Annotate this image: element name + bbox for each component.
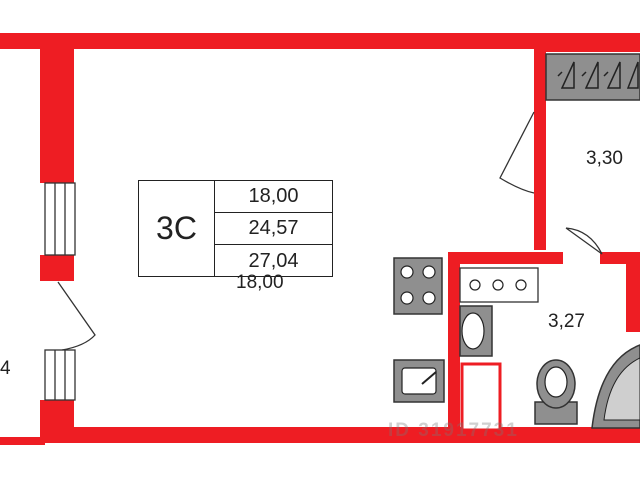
hanger-3 bbox=[603, 61, 621, 89]
shaft bbox=[460, 362, 502, 432]
wardrobe-wall-vertical bbox=[534, 40, 546, 250]
glazing-lower bbox=[44, 349, 76, 401]
apartment-area-box: 3С 18,00 24,57 27,04 bbox=[138, 180, 333, 277]
room-area-bathroom: 3,27 bbox=[548, 311, 585, 332]
vent-2 bbox=[492, 279, 504, 291]
sink-bowl bbox=[401, 367, 437, 395]
watermark: ID 31917731 bbox=[388, 420, 519, 441]
wardrobe-box bbox=[545, 53, 640, 101]
total-area-value: 24,57 bbox=[215, 213, 332, 245]
hangers bbox=[557, 61, 639, 89]
top-wall bbox=[0, 33, 640, 49]
total-area-with-loggia-value: 27,04 bbox=[248, 249, 299, 272]
hanger-1 bbox=[557, 61, 575, 89]
vent-panel bbox=[459, 267, 539, 303]
burner-1 bbox=[400, 265, 414, 279]
burner-4 bbox=[422, 291, 436, 305]
bath-wall-top-left bbox=[448, 252, 563, 264]
hanger-2 bbox=[581, 61, 599, 89]
washbasin-bowl bbox=[461, 312, 485, 350]
toilet-seat bbox=[544, 366, 568, 398]
vent-1 bbox=[469, 279, 481, 291]
door-swing-icon bbox=[57, 281, 96, 351]
living-area-value: 18,00 bbox=[215, 181, 332, 213]
bottom-wall bbox=[40, 427, 640, 443]
balcony-glazing bbox=[44, 182, 96, 401]
bath-door-leaf bbox=[565, 227, 603, 255]
room-area-hall: 3,30 bbox=[586, 148, 623, 169]
hall-door-icon bbox=[499, 111, 603, 255]
left-balcony-wall-top bbox=[40, 33, 74, 183]
glazing-upper bbox=[44, 182, 76, 256]
wardrobe-hangers-icon bbox=[545, 53, 640, 101]
toilet-icon bbox=[534, 359, 578, 425]
stove-body bbox=[393, 257, 443, 315]
sink-icon bbox=[393, 359, 445, 403]
stove-icon bbox=[393, 257, 443, 315]
apartment-type-code: 3С bbox=[139, 181, 215, 276]
hall-door-leaf bbox=[499, 111, 535, 194]
loggia-top-ledge bbox=[0, 33, 45, 43]
room-area-loggia: 4 bbox=[0, 358, 11, 379]
walls bbox=[0, 33, 640, 445]
vent-3 bbox=[515, 279, 527, 291]
bath-partition bbox=[626, 252, 640, 332]
burner-2 bbox=[422, 265, 436, 279]
bath-wall-left bbox=[448, 252, 460, 443]
wardrobe-wall-top bbox=[534, 40, 640, 52]
washbasin-icon bbox=[459, 305, 493, 357]
bathtub-icon bbox=[591, 344, 640, 429]
room-area-living: 18,00 bbox=[236, 272, 284, 293]
hanger-4 bbox=[626, 61, 639, 89]
left-balcony-wall-bottom bbox=[40, 400, 74, 443]
burner-3 bbox=[400, 291, 414, 305]
loggia-bottom-ledge bbox=[0, 437, 45, 445]
left-balcony-wall-mid bbox=[40, 255, 74, 281]
sink-tap bbox=[421, 371, 437, 385]
